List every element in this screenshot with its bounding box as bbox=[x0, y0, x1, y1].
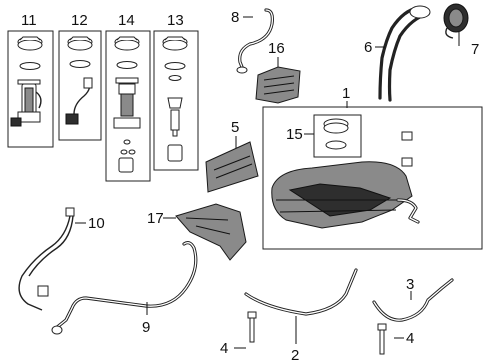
fuel-pipe-9 bbox=[51, 241, 198, 335]
shield-ribs bbox=[263, 75, 295, 95]
guard-17 bbox=[175, 203, 247, 261]
lock-ring-15 bbox=[313, 114, 362, 158]
callout-14: 14 bbox=[118, 12, 135, 29]
callout-1: 1 bbox=[342, 85, 350, 102]
fuel-tank-1 bbox=[271, 131, 420, 229]
filler-neck-6 bbox=[378, 5, 431, 102]
callout-12: 12 bbox=[71, 12, 88, 29]
bolt-4b bbox=[377, 323, 387, 355]
box-14 bbox=[105, 30, 151, 182]
callout-5: 5 bbox=[231, 119, 239, 136]
filter-regulator-13 bbox=[162, 36, 188, 162]
callout-4b: 4 bbox=[406, 330, 414, 347]
callout-8: 8 bbox=[231, 9, 239, 26]
heat-shield-5 bbox=[205, 141, 259, 193]
callout-3: 3 bbox=[406, 276, 414, 293]
box-1 bbox=[262, 106, 483, 250]
fuel-cap-7 bbox=[443, 3, 469, 39]
fuel-sender-12 bbox=[65, 36, 93, 125]
callout-4a: 4 bbox=[220, 340, 228, 357]
callout-7: 7 bbox=[471, 41, 479, 58]
harness-10 bbox=[18, 207, 75, 311]
box-13 bbox=[153, 30, 199, 171]
bolt-4a bbox=[247, 311, 257, 343]
strap-2 bbox=[244, 268, 358, 316]
fuel-pump-assembly-11 bbox=[10, 36, 43, 127]
box-11 bbox=[7, 30, 54, 148]
callout-2: 2 bbox=[291, 347, 299, 360]
strap-3 bbox=[372, 278, 454, 322]
callout-10: 10 bbox=[88, 215, 105, 232]
pump-module-14 bbox=[113, 36, 141, 173]
box-12 bbox=[58, 30, 102, 141]
fuel-pipe-8 bbox=[236, 8, 274, 74]
callout-15: 15 bbox=[286, 126, 303, 143]
callout-11: 11 bbox=[21, 12, 37, 29]
callout-16: 16 bbox=[268, 40, 285, 57]
callout-13: 13 bbox=[167, 12, 184, 29]
callout-6: 6 bbox=[364, 39, 372, 56]
callout-17: 17 bbox=[147, 210, 164, 227]
callout-9: 9 bbox=[142, 319, 150, 336]
